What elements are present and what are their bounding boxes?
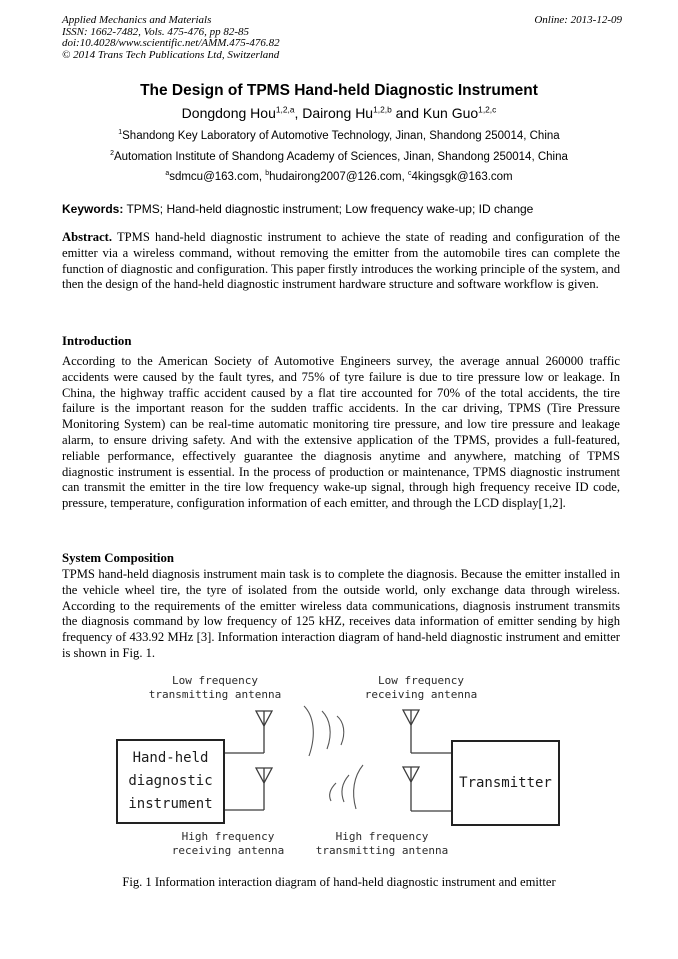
doi-line: doi:10.4028/www.scientific.net/AMM.475-4… bbox=[62, 37, 280, 50]
page-title: The Design of TPMS Hand-held Diagnostic … bbox=[140, 82, 538, 99]
antenna-icon-lf-receiving bbox=[401, 709, 452, 754]
journal-title: Applied Mechanics and Materials bbox=[62, 14, 212, 26]
authors-line: Dongdong Hou1,2,a, Dairong Hu1,2,b and K… bbox=[0, 105, 678, 121]
online-date: Online: 2013-12-09 bbox=[534, 14, 622, 26]
author: Kun Guo1,2,c bbox=[422, 104, 497, 121]
antenna-icon-hf-transmitting bbox=[401, 766, 452, 812]
radio-waves-lf-icon bbox=[303, 705, 345, 757]
email: asdmcu@163.com, bbox=[165, 170, 266, 183]
author-superscript: 1,2,a bbox=[275, 104, 295, 115]
affiliation-1: 1Shandong Key Laboratory of Automotive T… bbox=[118, 129, 560, 142]
antenna-icon-lf-transmitting bbox=[224, 710, 274, 754]
keywords-text: TPMS; Hand-held diagnostic instrument; L… bbox=[123, 202, 534, 216]
label-hf-transmitting-antenna: High frequency transmitting antenna bbox=[315, 830, 449, 857]
author: Dairong Hu1,2,b and bbox=[302, 104, 423, 121]
author-superscript: 1,2,b bbox=[373, 104, 392, 115]
author: Dongdong Hou1,2,a, bbox=[181, 104, 303, 121]
section-body-system-composition: TPMS hand-held diagnosis instrument main… bbox=[62, 567, 620, 660]
label-hf-receiving-antenna: High frequency receiving antenna bbox=[171, 830, 285, 857]
transmitter-box: Transmitter bbox=[451, 740, 560, 826]
label-lf-receiving-antenna: Low frequency receiving antenna bbox=[364, 674, 478, 701]
author-emails: asdmcu@163.com, bhudairong2007@126.com, … bbox=[0, 170, 678, 183]
issn-line: ISSN: 1662-7482, Vols. 475-476, pp 82-85 bbox=[62, 25, 249, 38]
journal-info: Applied Mechanics and Materials ISSN: 16… bbox=[62, 14, 280, 61]
antenna-icon-hf-receiving bbox=[224, 767, 274, 811]
radio-waves-hf-icon bbox=[329, 764, 364, 810]
abstract-label: Abstract. bbox=[62, 230, 113, 244]
diagram-linework bbox=[224, 705, 452, 812]
figure-1-caption: Fig. 1 Information interaction diagram o… bbox=[122, 875, 556, 889]
email: c4kingsgk@163.com bbox=[408, 170, 513, 183]
abstract-text: TPMS hand-held diagnostic instrument to … bbox=[62, 230, 620, 292]
keywords-line: Keywords: TPMS; Hand-held diagnostic ins… bbox=[62, 202, 622, 216]
abstract-paragraph: Abstract. TPMS hand-held diagnostic inst… bbox=[62, 230, 620, 293]
page-header: Applied Mechanics and Materials ISSN: 16… bbox=[62, 14, 622, 61]
email: bhudairong2007@126.com, bbox=[265, 170, 409, 183]
label-lf-transmitting-antenna: Low frequency transmitting antenna bbox=[148, 674, 282, 701]
section-heading-introduction: Introduction bbox=[62, 334, 132, 348]
author-superscript: 1,2,c bbox=[478, 104, 497, 115]
figure-1-diagram: Low frequency transmitting antenna Low f… bbox=[0, 670, 678, 876]
handheld-instrument-box: Hand-held diagnostic instrument bbox=[116, 739, 225, 824]
affiliation-2: 2Automation Institute of Shandong Academ… bbox=[110, 150, 568, 163]
copyright-line: © 2014 Trans Tech Publications Ltd, Swit… bbox=[62, 48, 280, 61]
section-heading-system-composition: System Composition bbox=[62, 551, 174, 565]
section-body-introduction: According to the American Society of Aut… bbox=[62, 354, 620, 511]
keywords-label: Keywords: bbox=[62, 202, 124, 216]
